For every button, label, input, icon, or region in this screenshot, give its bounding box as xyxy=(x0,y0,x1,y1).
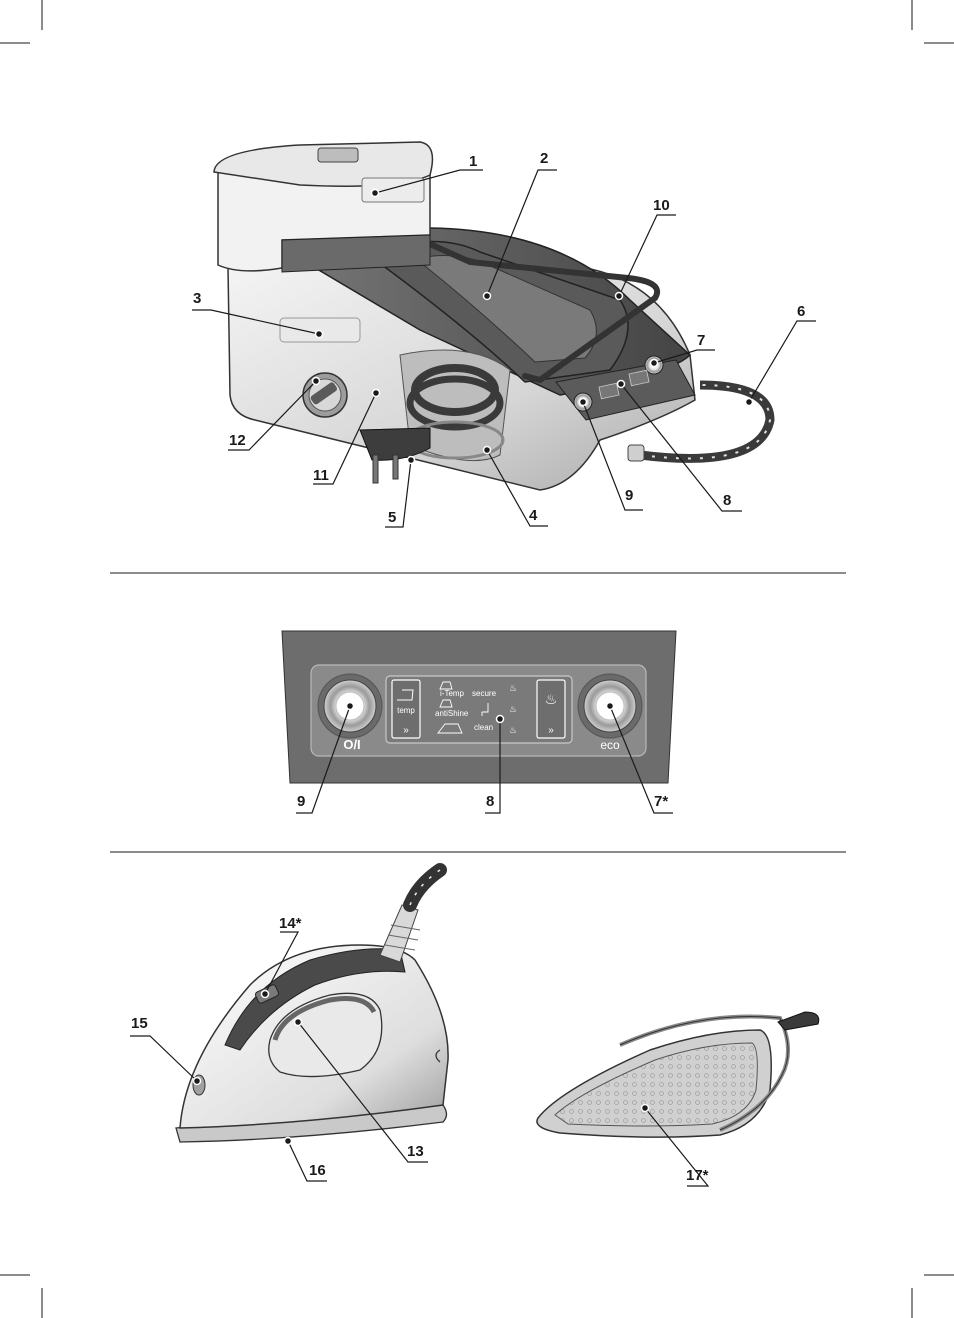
callout-17: 17* xyxy=(640,1103,710,1187)
callout-14: 14* xyxy=(260,915,302,999)
antishine-iron-icon xyxy=(439,699,453,708)
callout-1: 1 xyxy=(370,153,483,198)
svg-text:8: 8 xyxy=(723,492,731,509)
svg-text:4: 4 xyxy=(529,507,538,524)
svg-text:15: 15 xyxy=(131,1015,148,1032)
svg-text:3: 3 xyxy=(193,290,201,307)
svg-text:5: 5 xyxy=(388,509,396,526)
svg-text:16: 16 xyxy=(309,1162,326,1179)
panel-callouts: 9 8 7* xyxy=(296,701,673,814)
callout-4: 4 xyxy=(482,445,548,527)
callout-6: 6 xyxy=(744,303,816,407)
steam-low-icon: ♨ xyxy=(509,683,517,693)
callout-9: 9 xyxy=(578,397,643,511)
power-button-label: O/I xyxy=(343,737,360,752)
callout-12: 12 xyxy=(228,376,321,451)
svg-text:17*: 17* xyxy=(686,1167,709,1184)
panel-display xyxy=(385,675,573,744)
svg-text:9: 9 xyxy=(297,793,305,810)
callout-11: 11 xyxy=(313,388,381,485)
svg-text:14*: 14* xyxy=(279,915,302,932)
iron-temp-icon xyxy=(397,689,414,701)
svg-text:7*: 7* xyxy=(654,793,668,810)
tray-callouts: 17* xyxy=(640,1103,710,1187)
callout-10: 10 xyxy=(614,197,676,301)
callout-13: 13 xyxy=(293,1017,428,1163)
steam-selector-button[interactable] xyxy=(536,679,566,739)
secure-label: secure xyxy=(472,689,497,698)
svg-text:6: 6 xyxy=(797,303,805,320)
steam-selector-icon: ♨ xyxy=(545,691,558,707)
steam-high-icon: ♨ xyxy=(509,725,517,735)
clean-label: clean xyxy=(474,723,493,732)
steam-down-chevron-icon: » xyxy=(548,725,554,736)
callout-8: 8 xyxy=(616,379,742,512)
temp-label: temp xyxy=(397,706,415,715)
svg-text:12: 12 xyxy=(229,432,246,449)
callout-16: 16 xyxy=(283,1136,327,1182)
svg-text:8: 8 xyxy=(486,793,494,810)
steam-tray-illustration xyxy=(536,1011,820,1138)
steam-mid-icon: ♨ xyxy=(509,704,517,714)
steam-station-illustration xyxy=(213,141,775,491)
svg-text:10: 10 xyxy=(653,197,670,214)
eco-button-label: eco xyxy=(600,738,620,752)
secure-tap-icon xyxy=(481,703,489,716)
antishine-label: antiShine xyxy=(435,709,469,718)
descaling-knob xyxy=(302,372,348,418)
callout-panel-7: 7* xyxy=(605,701,673,814)
steam-iron-illustration xyxy=(175,863,449,1143)
callout-5: 5 xyxy=(385,455,416,528)
dots-iron-icon xyxy=(437,723,463,734)
iron-callouts: 14* 15 13 16 xyxy=(130,915,428,1182)
itemp-label: i-Temp xyxy=(440,689,465,698)
callout-3: 3 xyxy=(192,290,324,339)
temp-down-chevron-icon: » xyxy=(403,725,409,736)
svg-text:11: 11 xyxy=(313,467,329,484)
iron-hose xyxy=(403,863,447,912)
power-plug xyxy=(359,427,431,484)
svg-text:2: 2 xyxy=(540,150,548,167)
station-callouts: 1 2 3 4 5 6 7 8 xyxy=(192,150,816,528)
iron-hose-sleeve xyxy=(379,904,419,963)
coiled-hose xyxy=(406,364,504,431)
callout-7: 7 xyxy=(649,332,715,368)
svg-text:9: 9 xyxy=(625,487,633,504)
callout-2: 2 xyxy=(482,150,557,301)
tray-perforated-plate xyxy=(554,1042,758,1127)
svg-text:13: 13 xyxy=(407,1143,424,1160)
control-panel-detail: O/I eco temp » i-Temp antiShine secure c… xyxy=(281,630,677,784)
callout-panel-9: 9 xyxy=(296,701,355,814)
callout-15: 15 xyxy=(130,1015,202,1086)
itemp-iron-icon xyxy=(439,681,453,690)
svg-text:7: 7 xyxy=(697,332,705,349)
tray-handle-grip xyxy=(777,1011,820,1031)
callout-panel-8: 8 xyxy=(485,714,505,814)
svg-text:1: 1 xyxy=(469,153,477,170)
